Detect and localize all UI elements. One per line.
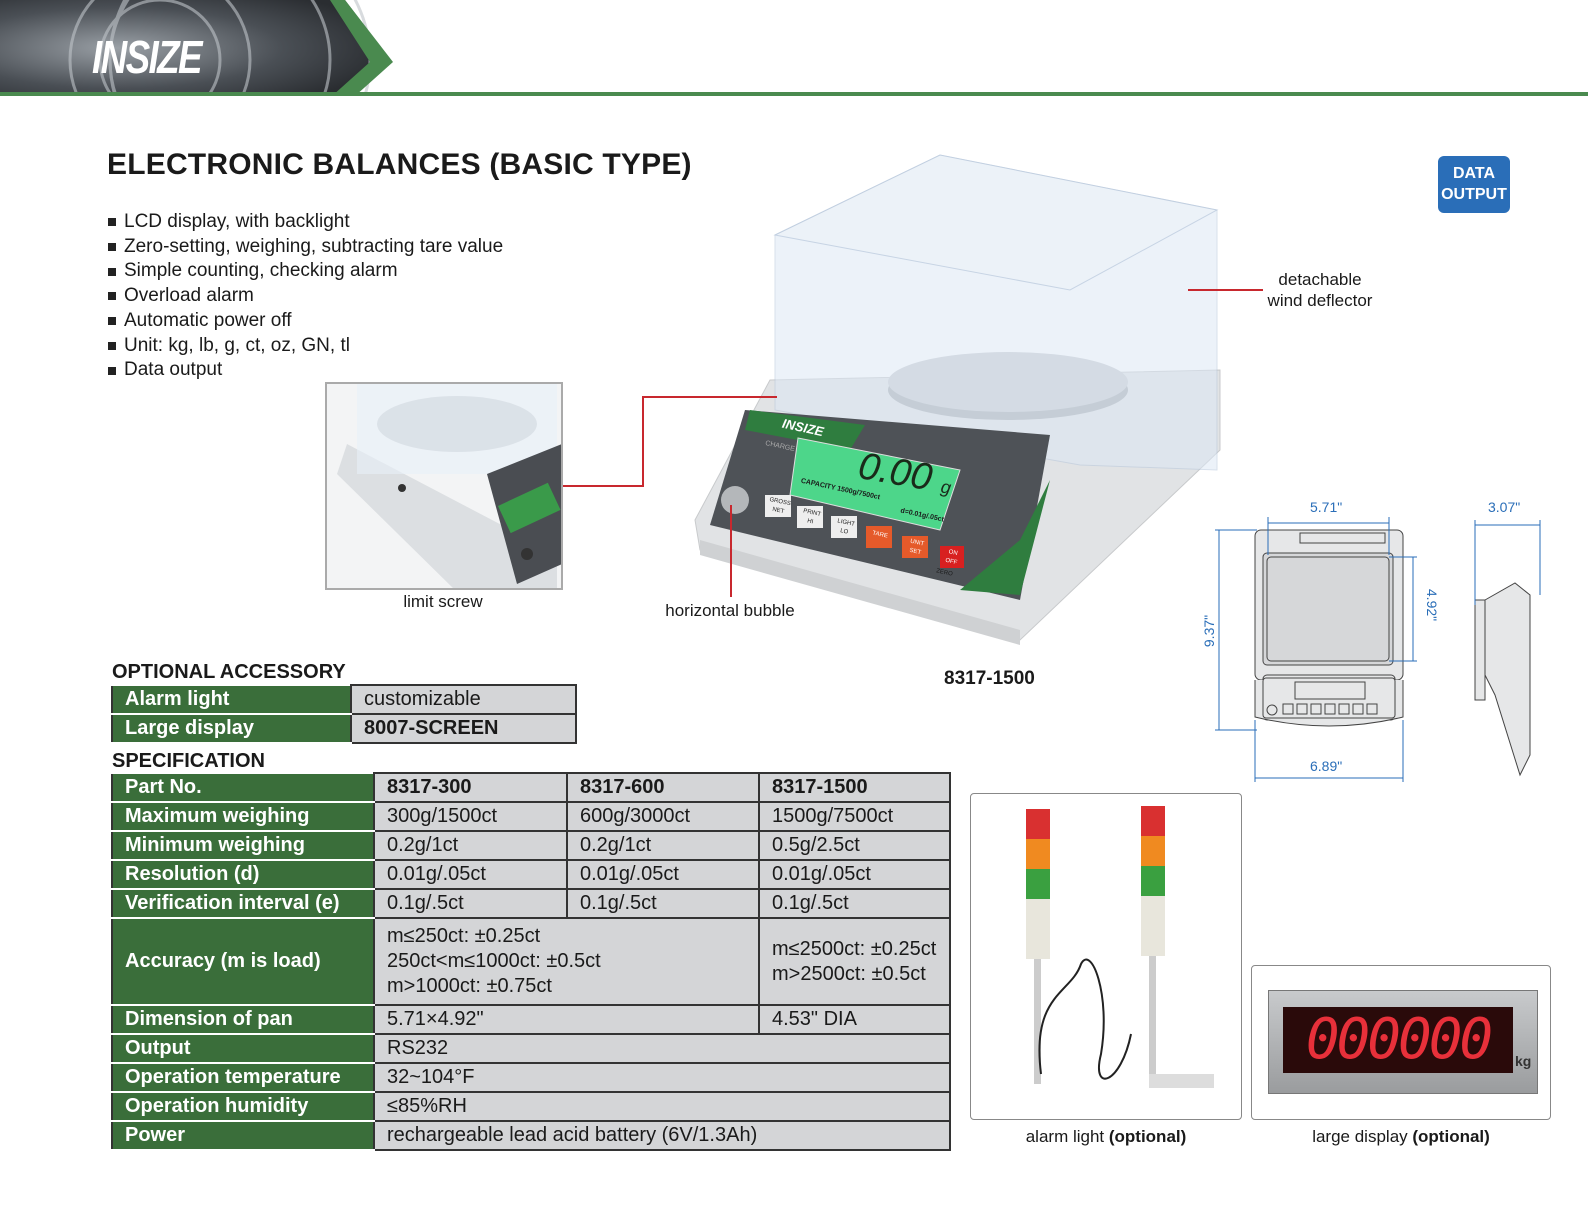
optional-accessory-title: OPTIONAL ACCESSORY [112, 661, 346, 683]
row-label: Resolution (d) [111, 859, 375, 890]
dim-width: 6.89" [1310, 758, 1343, 774]
leader-line [642, 396, 644, 487]
leader-line [642, 396, 777, 398]
model-cell: 8317-300 [373, 772, 568, 803]
row-label: Verification interval (e) [111, 888, 375, 919]
row-label: Operation humidity [111, 1091, 375, 1122]
callout-horizontal-bubble: horizontal bubble [665, 601, 795, 620]
display-reading: 000000 [1283, 1007, 1513, 1073]
row-label: Power [111, 1120, 375, 1151]
row-label: Alarm light [111, 684, 352, 715]
display-unit: kg [1515, 1053, 1532, 1069]
balance-product-image: INSIZE CHARGE 0.00 g CAPACITY 1500g/7500… [690, 150, 1240, 650]
leader-line [563, 485, 643, 487]
cell: 1500g/7500ct [758, 801, 951, 832]
feature-list: LCD display, with backlight Zero-setting… [108, 210, 503, 383]
feature-item: LCD display, with backlight [108, 210, 503, 235]
feature-item: Simple counting, checking alarm [108, 259, 503, 284]
callout-limit-screw: limit screw [403, 592, 483, 611]
leader-line [730, 505, 732, 597]
limit-screw-inset [325, 382, 563, 590]
row-label: Operation temperature [111, 1062, 375, 1093]
cell: 0.2g/1ct [566, 830, 760, 861]
cell: 0.1g/.5ct [758, 888, 951, 919]
cell: 5.71×4.92" [373, 1004, 760, 1035]
model-cell: 8317-600 [566, 772, 760, 803]
row-label: Minimum weighing [111, 830, 375, 861]
feature-item: Unit: kg, lb, g, ct, oz, GN, tl [108, 334, 503, 359]
cell: 0.01g/.05ct [373, 859, 568, 890]
dimension-drawing: 5.71" 4.92" 9.37" 6.89" 3.07" [1195, 495, 1555, 785]
feature-item: Zero-setting, weighing, subtracting tare… [108, 235, 503, 260]
cell: 4.53" DIA [758, 1004, 951, 1035]
feature-item: Automatic power off [108, 309, 503, 334]
cell: 32~104°F [373, 1062, 951, 1093]
dim-pan-depth: 4.92" [1424, 588, 1441, 622]
dim-length: 9.37" [1201, 614, 1218, 648]
model-cell: 8317-1500 [758, 772, 951, 803]
cell: 0.1g/.5ct [566, 888, 760, 919]
row-label: Maximum weighing [111, 801, 375, 832]
leader-line [1188, 289, 1263, 291]
row-value: 8007-SCREEN [350, 713, 577, 744]
cell: ≤85%RH [373, 1091, 951, 1122]
cell: 0.01g/.05ct [566, 859, 760, 890]
feature-item: Data output [108, 358, 503, 383]
cell: 0.5g/2.5ct [758, 830, 951, 861]
row-label: Accuracy (m is load) [111, 917, 375, 1006]
display-panel: 000000 kg [1268, 990, 1538, 1094]
alarm-light-caption: alarm light (optional) [1025, 1127, 1187, 1146]
cell: 0.01g/.05ct [758, 859, 951, 890]
feature-item: Overload alarm [108, 284, 503, 309]
cell: 300g/1500ct [373, 801, 568, 832]
dim-height: 3.07" [1488, 499, 1521, 515]
header-rule [0, 92, 1588, 96]
cell: 600g/3000ct [566, 801, 760, 832]
dim-pan-width: 5.71" [1310, 499, 1343, 515]
cell: RS232 [373, 1033, 951, 1064]
row-label: Output [111, 1033, 375, 1064]
row-label: Dimension of pan [111, 1004, 375, 1035]
row-label: Part No. [111, 772, 375, 803]
header-banner: INSIZE [0, 0, 395, 96]
table-row: Operation humidity≤85%RH [111, 1091, 951, 1122]
row-label: Large display [111, 713, 352, 744]
cell: 0.2g/1ct [373, 830, 568, 861]
row-value: customizable [350, 684, 577, 715]
page-title: ELECTRONIC BALANCES (BASIC TYPE) [107, 148, 692, 181]
model-label: 8317-1500 [944, 668, 1035, 689]
brand-logo: INSIZE [92, 31, 203, 83]
cell: rechargeable lead acid battery (6V/1.3Ah… [373, 1120, 951, 1151]
large-display-caption: large display (optional) [1312, 1127, 1490, 1146]
specification-title: SPECIFICATION [112, 750, 265, 772]
cell: 0.1g/.5ct [373, 888, 568, 919]
large-display-image: 000000 kg [1251, 965, 1551, 1120]
alarm-light-image [970, 793, 1242, 1120]
